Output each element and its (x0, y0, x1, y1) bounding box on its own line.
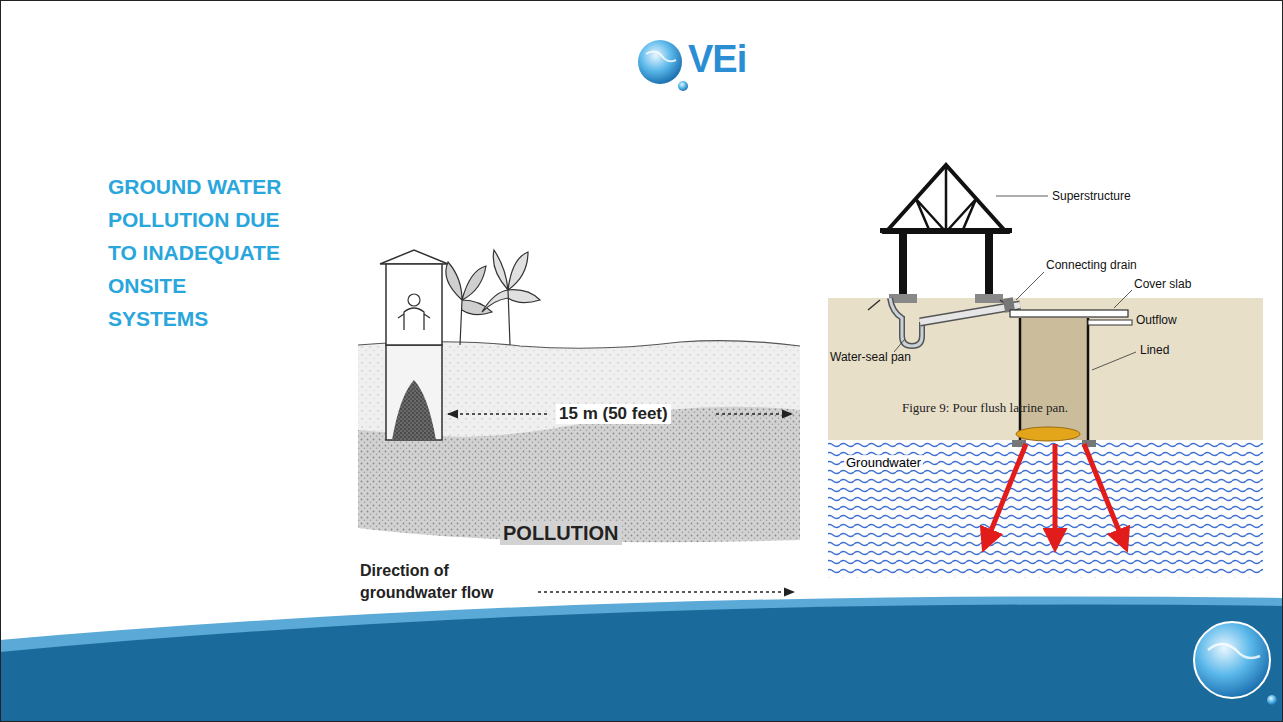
part-label: Superstructure (1052, 189, 1131, 203)
footer-wave (0, 596, 1283, 722)
logo-text: VEi (688, 38, 746, 81)
part-label: Cover slab (1134, 277, 1191, 291)
slide-title: GROUND WATER POLLUTION DUE TO INADEQUATE… (108, 170, 283, 335)
logo-globe (638, 40, 688, 91)
outhouse-illustration (358, 250, 800, 592)
zone-label: Groundwater (844, 455, 923, 470)
latrine-section (828, 165, 1263, 578)
distance-label: 15 m (50 feet) (556, 404, 671, 424)
part-label: Outflow (1136, 313, 1177, 327)
part-label: Lined (1140, 343, 1169, 357)
flow-label: Direction of groundwater flow (360, 560, 532, 604)
figure-caption: Figure 9: Pour flush latrine pan. (902, 400, 1068, 416)
groundwater-zone: Groundwater (828, 440, 1263, 578)
zone-label: POLLUTION (500, 522, 622, 545)
part-label: Water-seal pan (830, 350, 911, 364)
part-label: Connecting drain (1046, 258, 1137, 272)
